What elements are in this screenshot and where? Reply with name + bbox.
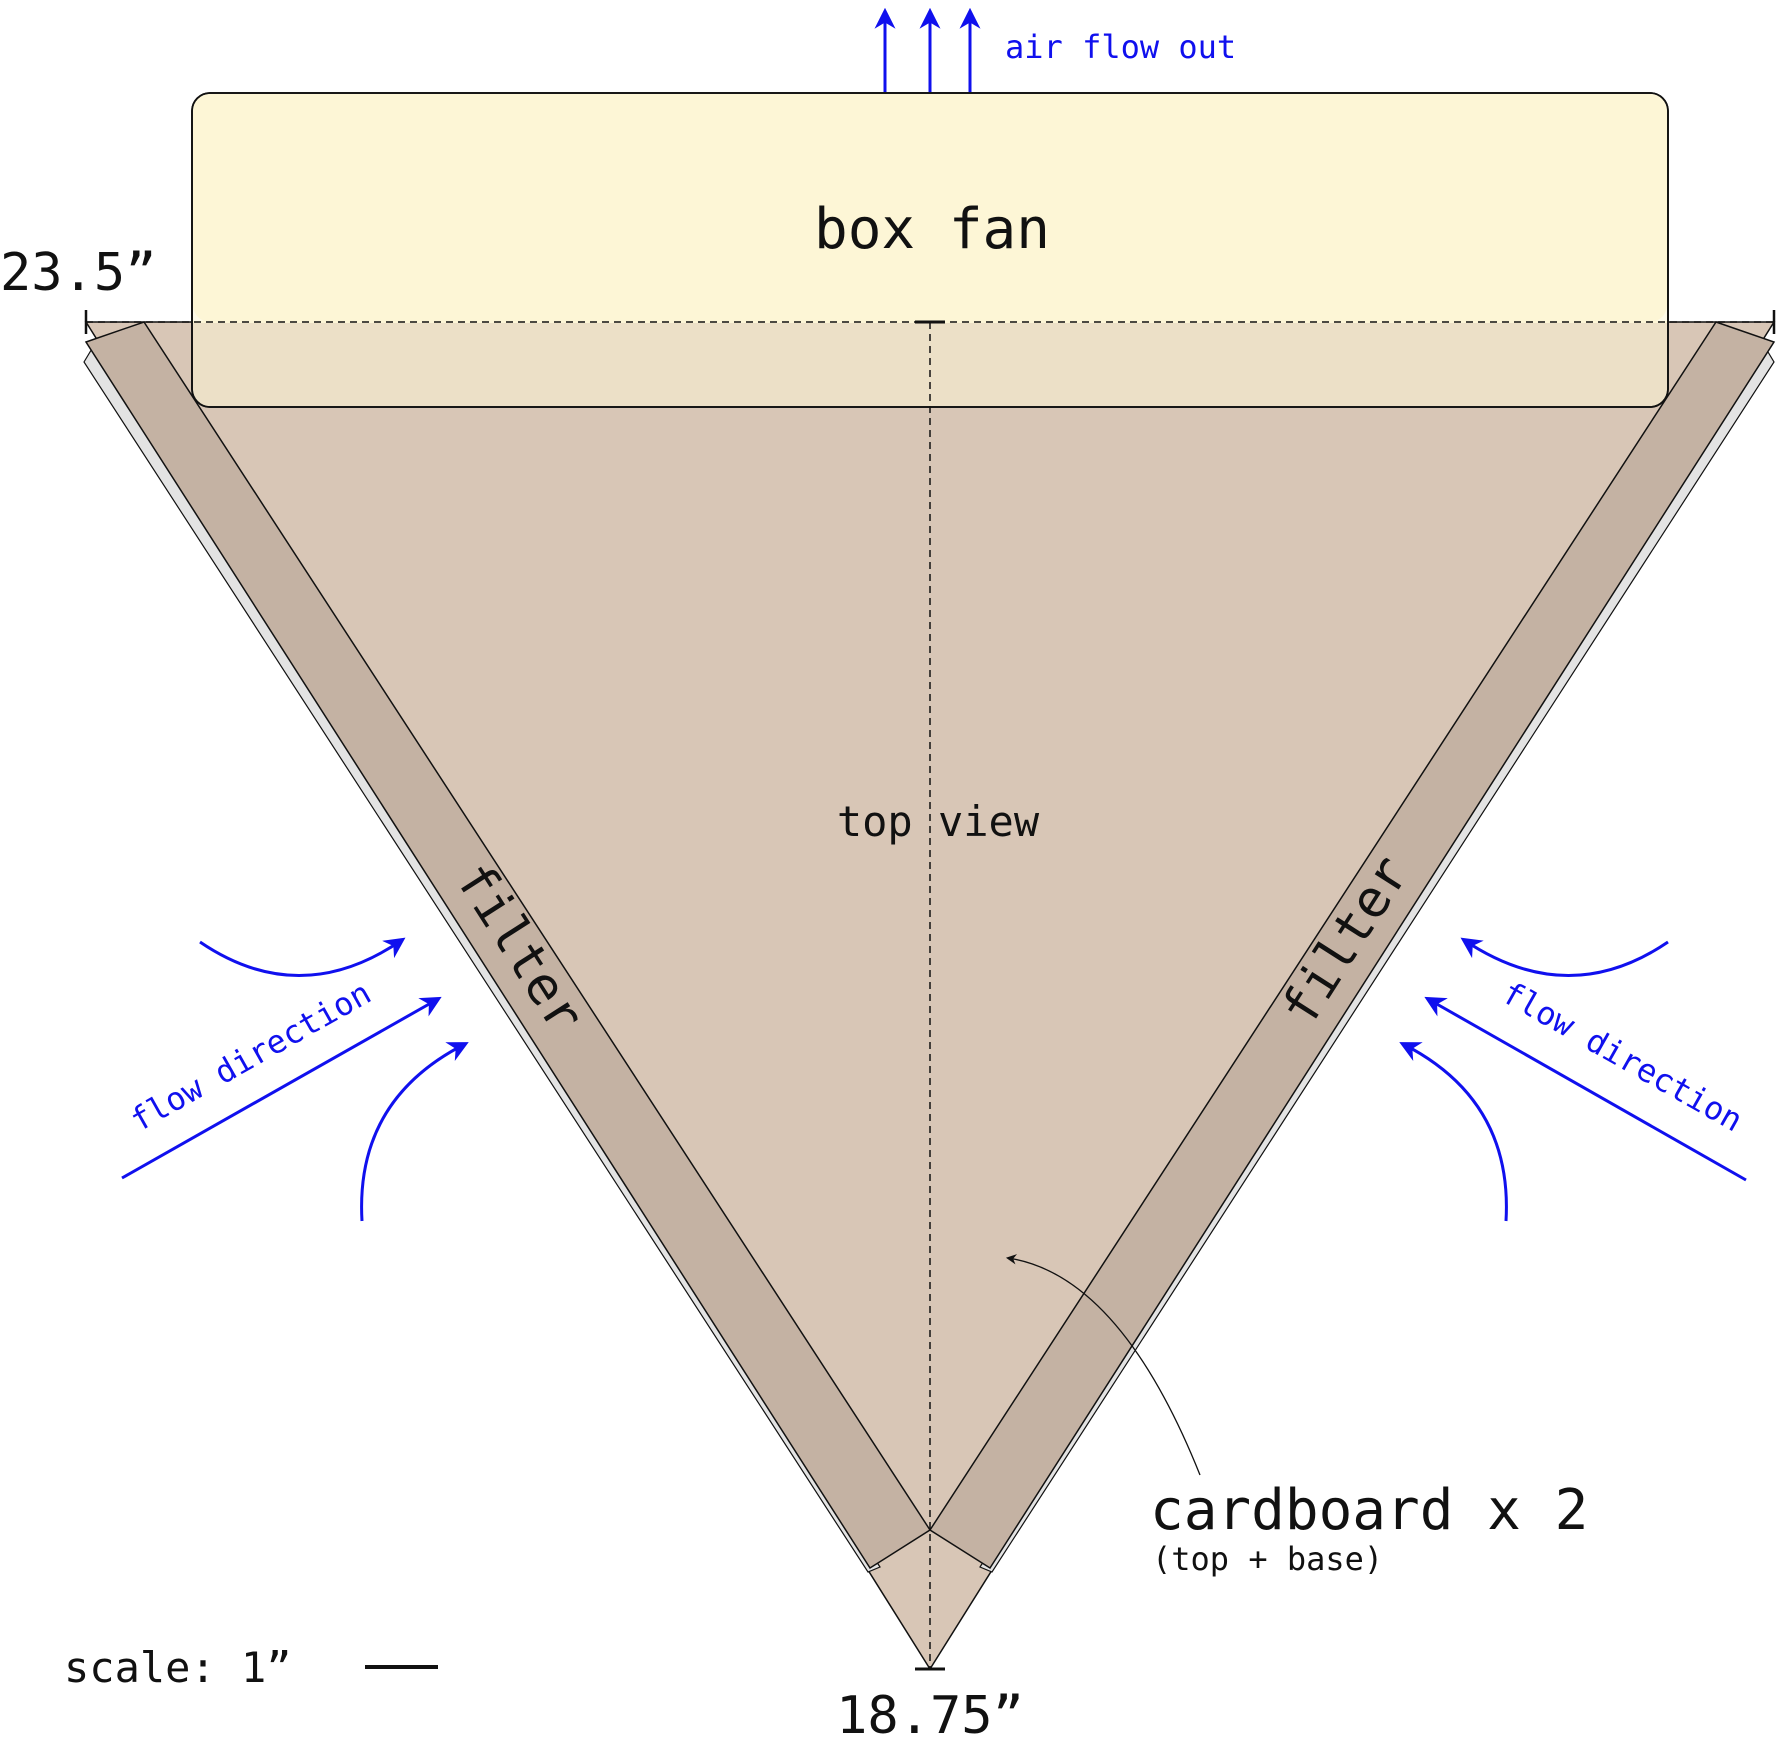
filter-right [928, 321, 1776, 1570]
up-arrow-icon [874, 7, 981, 92]
scale-label: scale: 1” [64, 1643, 292, 1692]
curved-arrow-icon [121, 937, 469, 1222]
width-dimension-label: 23.5” [0, 243, 157, 303]
leader-arrow-icon [1005, 1254, 1201, 1476]
box-fan-label: box fan [814, 197, 1050, 262]
flow-direction-right-label: flow direction [1496, 973, 1749, 1139]
cardboard-note-label: (top + base) [1152, 1540, 1383, 1578]
cardboard-label: cardboard x 2 [1150, 1478, 1588, 1543]
depth-dimension-label: 18.75” [836, 1686, 1024, 1746]
box-fan-top-solid [193, 94, 1667, 322]
air-flow-out-label: air flow out [1005, 28, 1236, 66]
top-view-label: top view [837, 797, 1040, 846]
curved-arrow-icon [1399, 937, 1747, 1222]
